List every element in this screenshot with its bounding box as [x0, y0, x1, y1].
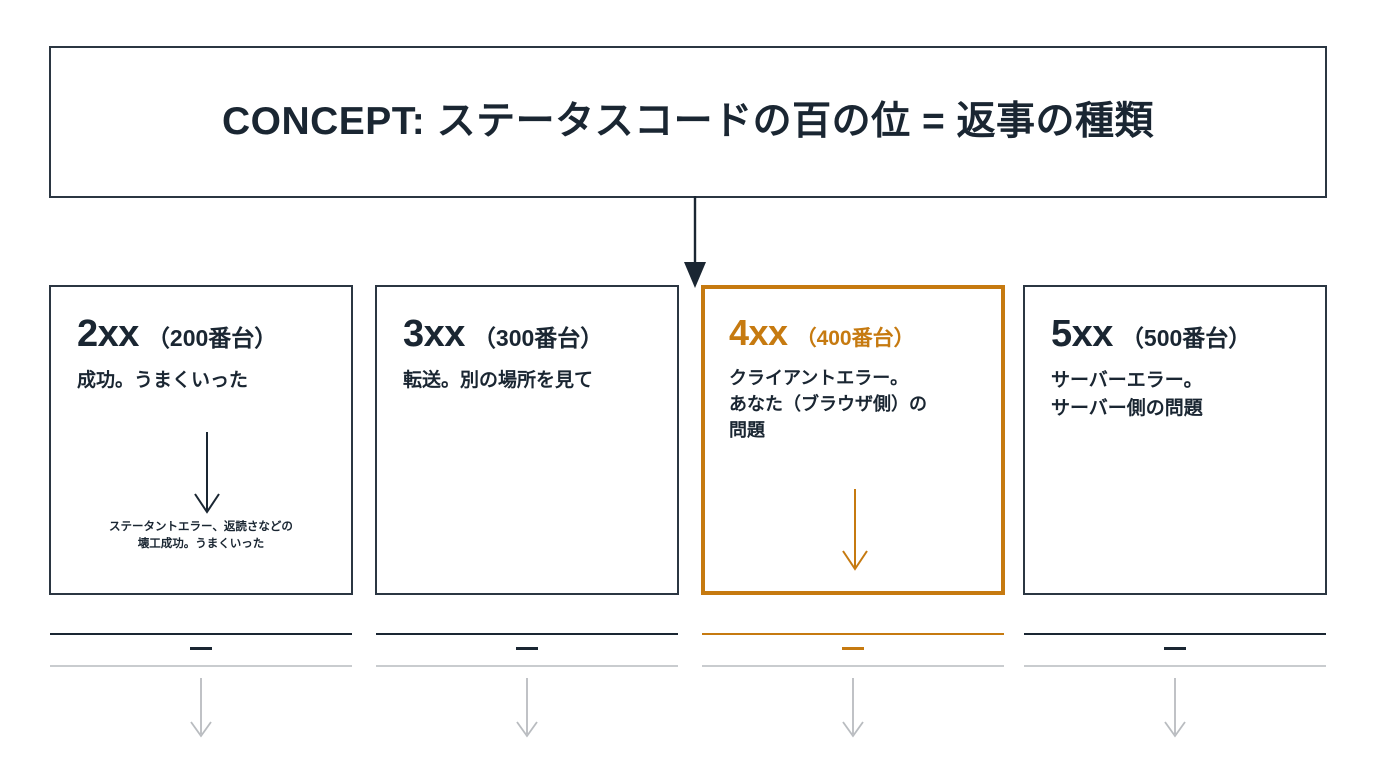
divider-dash [516, 647, 538, 650]
footer-connector-5xx [1024, 628, 1326, 746]
status-range-label: （500番台） [1120, 325, 1252, 351]
divider-strong [50, 633, 352, 635]
divider-light [50, 665, 352, 667]
page-title: CONCEPT: ステータスコードの百の位 = 返事の種類 [221, 99, 1155, 143]
status-card-description: 転送。別の場所を見て [403, 370, 594, 391]
status-card-note: ステータントエラー、返読さなどの壊工成功。うまくいった [109, 521, 293, 550]
status-card-description: サーバーエラー。サーバー側の問題 [1051, 370, 1203, 419]
status-card-heading: 2xx （200番台） [77, 315, 329, 353]
status-card-heading: 4xx （400番台） [729, 315, 981, 351]
status-code-label: 4xx [729, 312, 788, 353]
footer-connector-2xx [50, 628, 352, 746]
status-card-2xx[interactable]: 2xx （200番台） 成功。うまくいった ステータントエラー、返読さなどの壊工… [49, 285, 353, 595]
footer-down-arrow-icon [516, 678, 538, 738]
footer-connector-3xx [376, 628, 678, 746]
concept-header-box: CONCEPT: ステータスコードの百の位 = 返事の種類 [49, 46, 1327, 198]
status-range-label: （400番台） [795, 327, 915, 350]
status-class-card-row: 2xx （200番台） 成功。うまくいった ステータントエラー、返読さなどの壊工… [0, 285, 1376, 597]
status-card-heading: 3xx （300番台） [403, 315, 655, 353]
status-card-3xx[interactable]: 3xx （300番台） 転送。別の場所を見て [375, 285, 679, 595]
divider-dash [190, 647, 212, 650]
divider-strong [376, 633, 678, 635]
status-range-label: （300番台） [472, 325, 604, 351]
divider-strong [1024, 633, 1326, 635]
status-card-description: クライアントエラー。あなた（ブラウザ側）の問題 [729, 368, 927, 441]
divider-light [376, 665, 678, 667]
status-card-description: 成功。うまくいった [77, 370, 249, 391]
status-code-label: 3xx [403, 313, 465, 355]
status-card-5xx[interactable]: 5xx （500番台） サーバーエラー。サーバー側の問題 [1023, 285, 1327, 595]
card-inner-down-arrow-icon [842, 489, 868, 571]
divider-dash [842, 647, 864, 650]
divider-light [702, 665, 1004, 667]
divider-dash [1164, 647, 1186, 650]
status-range-label: （200番台） [146, 325, 278, 351]
status-card-heading: 5xx （500番台） [1051, 315, 1303, 353]
status-code-label: 2xx [77, 313, 139, 355]
status-code-label: 5xx [1051, 313, 1113, 355]
header-connector-down-arrow-icon [684, 196, 706, 288]
divider-light [1024, 665, 1326, 667]
footer-connector-4xx [702, 628, 1004, 746]
footer-down-arrow-icon [190, 678, 212, 738]
footer-down-arrow-icon [842, 678, 864, 738]
status-card-4xx[interactable]: 4xx （400番台） クライアントエラー。あなた（ブラウザ側）の問題 [701, 285, 1005, 595]
card-inner-down-arrow-icon [194, 432, 220, 514]
footer-down-arrow-icon [1164, 678, 1186, 738]
divider-strong [702, 633, 1004, 635]
footer-connector-row [0, 628, 1376, 748]
